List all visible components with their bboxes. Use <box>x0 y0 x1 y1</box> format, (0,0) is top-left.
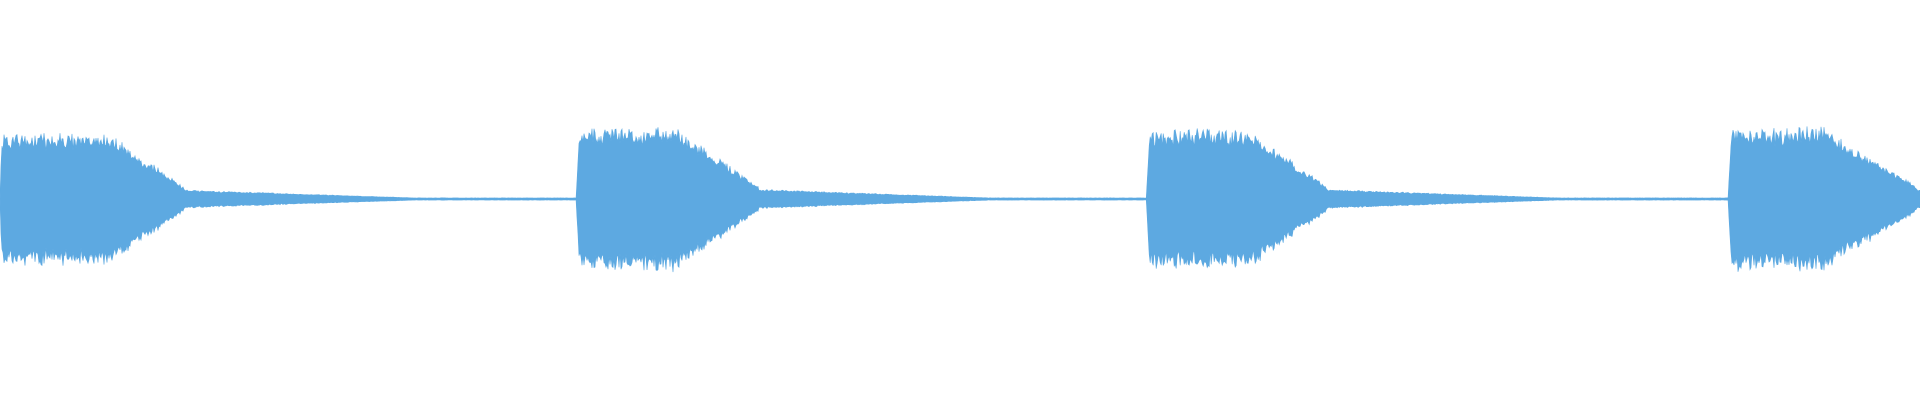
waveform-burst-4 <box>1727 126 1920 272</box>
waveform-burst-1 <box>0 133 580 267</box>
waveform-bursts <box>0 126 1920 273</box>
waveform-burst-2 <box>575 127 1149 273</box>
waveform-burst-3 <box>1145 128 1730 269</box>
